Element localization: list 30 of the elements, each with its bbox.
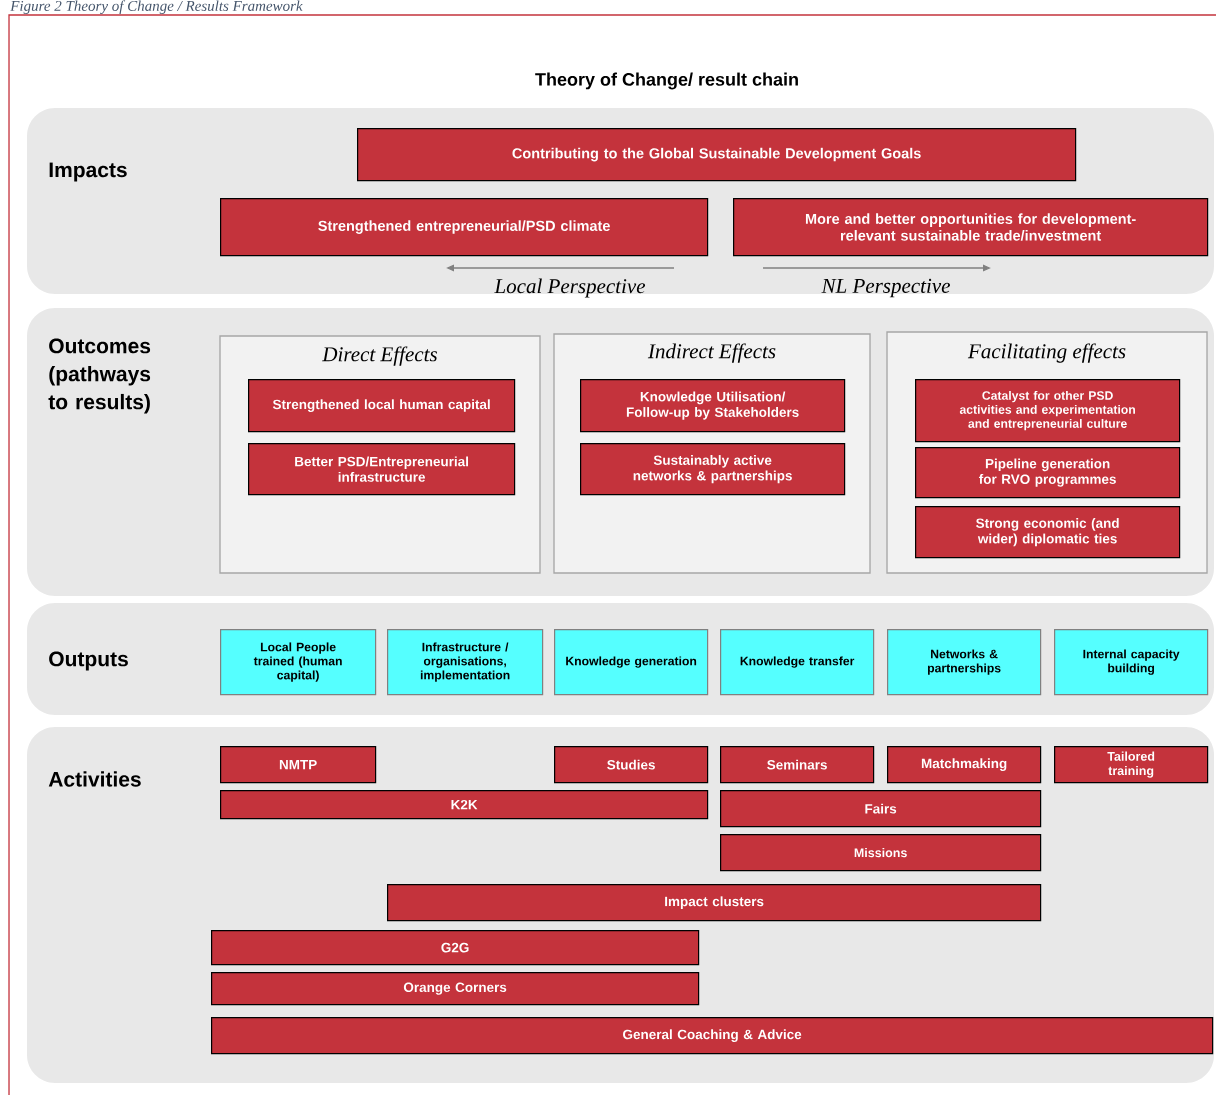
result-box: Orange Corners [211, 972, 700, 1006]
result-box: More and better opportunities for development-relevant sustainable trade/investment [733, 198, 1209, 257]
result-box: Better PSD/Entrepreneurial infrastructure [248, 443, 516, 496]
result-box: Seminars [720, 746, 875, 784]
result-box: Sustainably active networks & partnerships [580, 443, 846, 496]
result-box: Networks & partnerships [887, 629, 1042, 696]
result-box: K2K [220, 790, 709, 820]
result-box: NMTP [220, 746, 377, 784]
result-box: G2G [211, 930, 700, 966]
result-box: Strengthened entrepreneurial/PSD climate [220, 198, 709, 257]
result-box: Missions [720, 834, 1042, 872]
result-box: Infrastructure / organisations, implementation [387, 629, 544, 696]
result-box: Local People trained (human capital) [220, 629, 377, 696]
result-box: Pipeline generation for RVO programmes [915, 447, 1181, 499]
result-box: Tailored training [1054, 746, 1209, 784]
result-box: Matchmaking [887, 746, 1042, 784]
result-box: General Coaching & Advice [211, 1017, 1214, 1055]
chart-title: Theory of Change/ result chain [535, 72, 798, 90]
result-box: Knowledge generation [554, 629, 709, 696]
result-box: Strong economic (and wider) diplomatic ties [915, 506, 1181, 559]
result-box: Strengthened local human capital [248, 379, 516, 433]
result-box: Studies [554, 746, 709, 784]
result-box: Knowledge transfer [720, 629, 875, 696]
result-box: Fairs [720, 790, 1042, 828]
result-box: Knowledge Utilisation/ Follow-up by Stakeholders [580, 379, 846, 433]
result-box: Impact clusters [387, 884, 1042, 922]
result-box: Contributing to the Global Sustainable Development Goals [357, 128, 1077, 182]
result-box: Internal capacity building [1054, 629, 1209, 696]
figure-caption: Figure 2 Theory of Change / Results Framework [10, 0, 303, 15]
result-box: Catalyst for other PSD activities and experimentation and entrepreneurial culture [915, 379, 1181, 443]
